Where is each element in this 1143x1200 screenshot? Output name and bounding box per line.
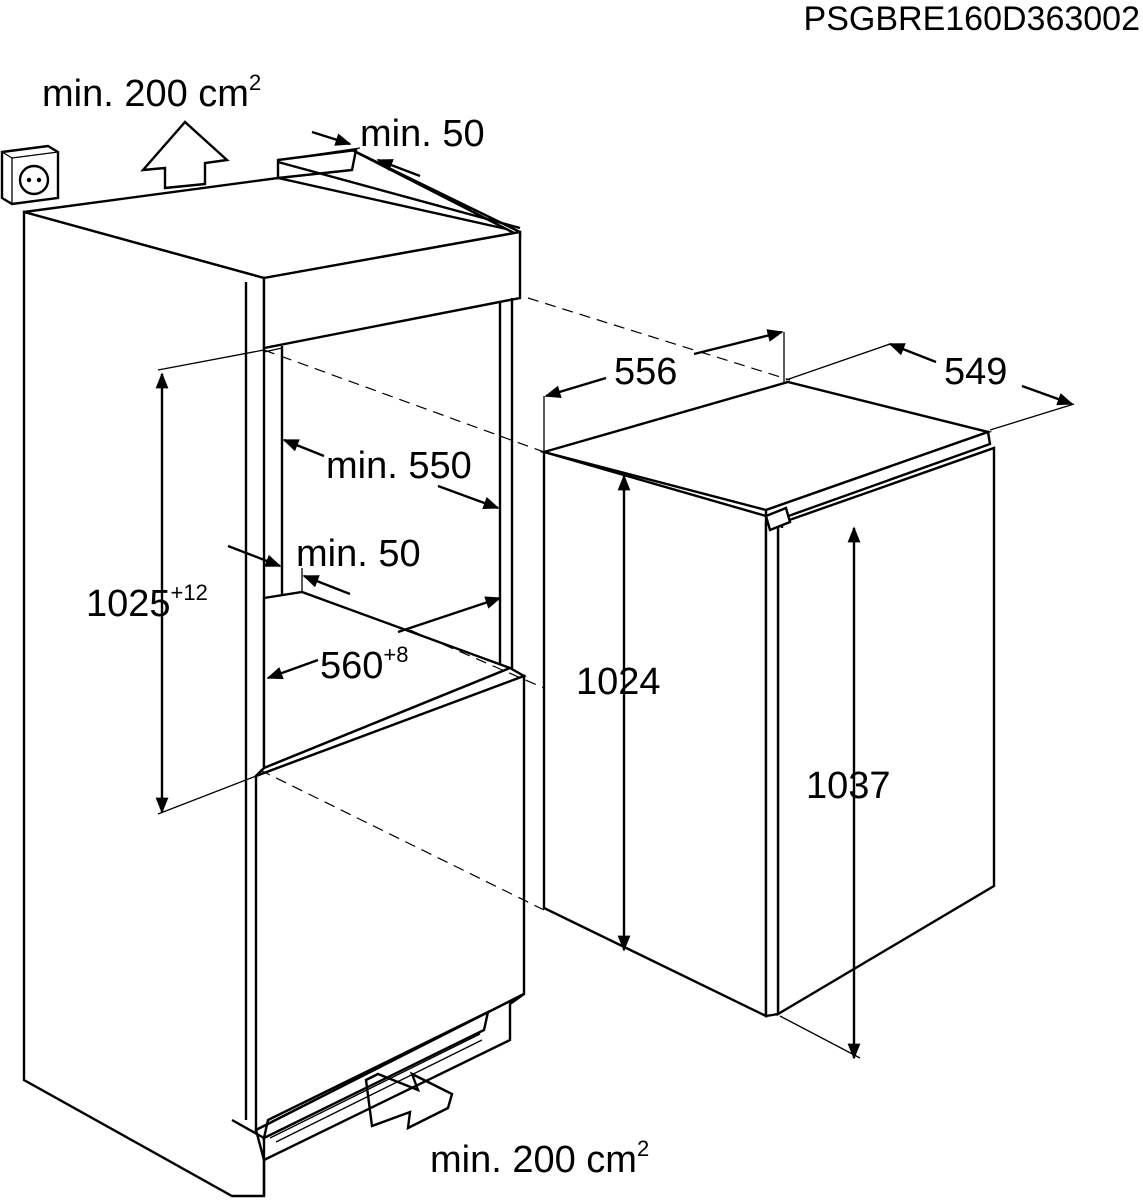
appliance [539,380,996,1018]
vent-top-label: min. 200 cm2 [42,70,261,115]
depth-appliance-label: 549 [944,351,1007,393]
dimension-lines [155,130,1075,1060]
cabinet-niche [22,148,527,1198]
vent-bottom-arrow [364,1071,454,1131]
vent-top-arrow [140,120,230,190]
gap-side-label: min. 50 [296,533,421,575]
height-body-label: 1024 [576,661,661,703]
height-total-label: 1037 [806,765,891,807]
gap-top-label: min. 50 [360,113,485,155]
document-code: PSGBRE160D363002 [804,0,1140,38]
depth-niche-label: min. 550 [326,445,472,487]
power-socket-icon [0,144,60,206]
height-niche-label: 1025+12 [86,580,208,625]
width-niche-label: 560+8 [320,642,409,687]
width-appliance-label: 556 [614,351,677,393]
vent-bottom-label: min. 200 cm2 [430,1136,649,1181]
alignment-lines [259,297,791,911]
